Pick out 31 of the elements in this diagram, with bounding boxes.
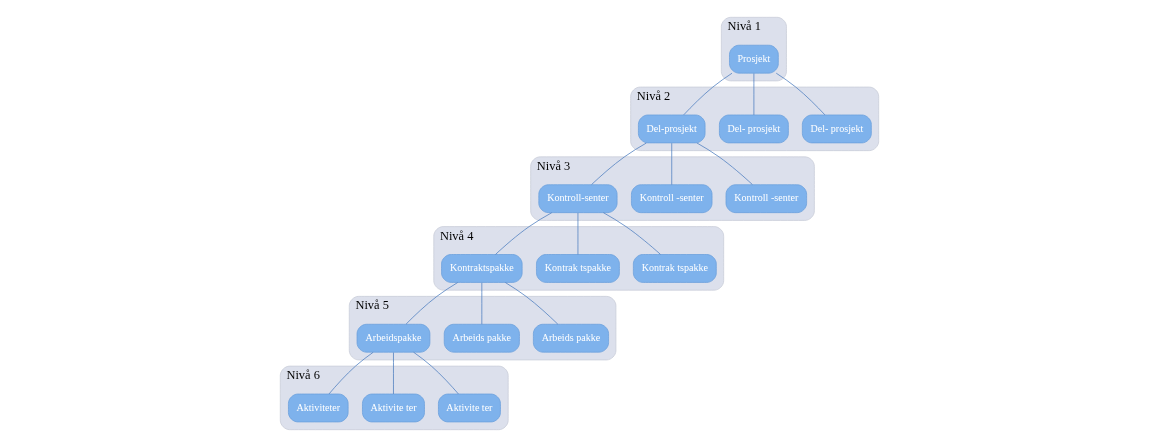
- connector: [504, 282, 559, 325]
- node-box: Arbeidspakke: [356, 323, 431, 353]
- connector: [393, 352, 394, 395]
- connector: [683, 72, 733, 116]
- connector: [603, 212, 661, 255]
- connector: [328, 351, 374, 395]
- node-box: Kontrak tspakke: [536, 254, 620, 283]
- connector: [591, 142, 647, 185]
- connector: [577, 212, 579, 255]
- node-box: Aktivite ter: [362, 393, 425, 423]
- node-box: Prosjekt: [729, 44, 779, 74]
- connector: [481, 282, 483, 325]
- node-box: Kontroll-senter: [538, 184, 618, 214]
- node-box: Kontroll -senter: [725, 184, 807, 214]
- connector: [696, 142, 753, 185]
- connector: [671, 142, 673, 186]
- connector: [753, 73, 755, 116]
- node-box: Arbeids pakke: [533, 323, 609, 353]
- node-box: Arbeids pakke: [443, 323, 520, 353]
- node-box: Aktivite ter: [438, 393, 501, 423]
- node-box: Kontroll -senter: [631, 184, 713, 214]
- connector: [495, 212, 553, 255]
- node-box: Del- prosjekt: [719, 114, 789, 144]
- connector: [775, 72, 826, 116]
- connector: [413, 351, 459, 395]
- node-box: Kontraktspakke: [441, 254, 523, 283]
- node-box: Kontrak tspakke: [633, 254, 717, 283]
- node-box: Aktiviteter: [288, 393, 349, 423]
- node-box: Del- prosjekt: [801, 114, 872, 144]
- connector: [405, 282, 459, 325]
- node-box: Del-prosjekt: [638, 114, 706, 144]
